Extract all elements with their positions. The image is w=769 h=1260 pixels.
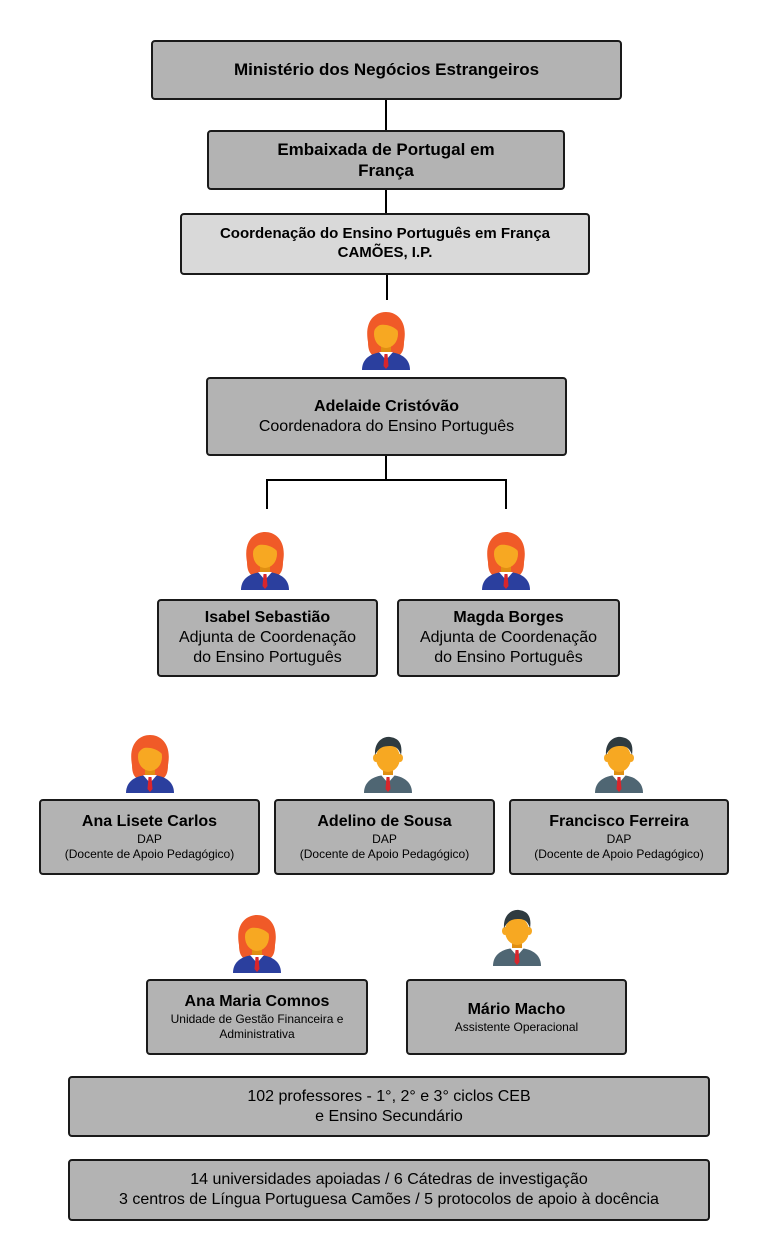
- connector-branch-horizontal: [266, 479, 507, 481]
- support-role-line1: Assistente Operacional: [454, 1019, 579, 1034]
- coordination-line1: Coordenação do Ensino Português em Franç…: [219, 225, 551, 243]
- connector-coordination-coordinator: [386, 275, 388, 300]
- support-card: Mário Macho Assistente Operacional: [406, 979, 627, 1055]
- female-avatar-icon: [229, 913, 285, 973]
- teachers-box: 102 professores - 1°, 2° e 3° ciclos CEB…: [68, 1076, 710, 1137]
- deputy-role-line1: Adjunta de Coordenação: [178, 629, 357, 646]
- universities-box: 14 universidades apoiadas / 6 Cátedras d…: [68, 1159, 710, 1221]
- dap-name: Ana Lisete Carlos: [81, 813, 218, 830]
- male-avatar-icon: [591, 733, 647, 793]
- connector-embassy-coordination: [385, 190, 387, 213]
- teachers-line1: 102 professores - 1°, 2° e 3° ciclos CEB: [247, 1087, 531, 1105]
- coordination-box: Coordenação do Ensino Português em Franç…: [180, 213, 590, 275]
- dap-role: DAP: [606, 832, 632, 846]
- embassy-title: Embaixada de Portugal em França: [277, 139, 495, 180]
- deputy-role-line2: do Ensino Português: [193, 649, 342, 666]
- support-name: Ana Maria Comnos: [184, 993, 330, 1010]
- deputy-role-line2: do Ensino Português: [434, 649, 583, 666]
- embassy-box: Embaixada de Portugal em França: [207, 130, 565, 190]
- deputy-card: Isabel Sebastião Adjunta de Coordenação …: [157, 599, 378, 677]
- female-avatar-icon: [478, 530, 534, 590]
- dap-name: Adelino de Sousa: [317, 813, 452, 830]
- ministry-title: Ministério dos Negócios Estrangeiros: [233, 60, 540, 80]
- coordinator-role: Coordenadora do Ensino Português: [258, 417, 515, 435]
- support-name: Mário Macho: [467, 1000, 566, 1018]
- coordinator-box: Adelaide Cristóvão Coordenadora do Ensin…: [206, 377, 567, 456]
- connector-branch-left: [266, 479, 268, 509]
- dap-card: Adelino de Sousa DAP (Docente de Apoio P…: [274, 799, 495, 875]
- coordination-line2: CAMÕES, I.P.: [337, 244, 433, 261]
- dap-card: Ana Lisete Carlos DAP (Docente de Apoio …: [39, 799, 260, 875]
- female-avatar-icon: [237, 530, 293, 590]
- female-avatar-icon: [358, 310, 414, 370]
- dap-role: DAP: [137, 832, 162, 846]
- male-avatar-icon: [489, 906, 545, 966]
- connector-branch-right: [505, 479, 507, 509]
- connector-coordinator-down: [385, 456, 387, 481]
- universities-line2: 3 centros de Língua Portuguesa Camões / …: [119, 1191, 659, 1208]
- dap-detail: (Docente de Apoio Pedagógico): [299, 847, 470, 861]
- dap-detail: (Docente de Apoio Pedagógico): [534, 847, 704, 861]
- connector-ministry-embassy: [385, 100, 387, 130]
- deputy-name: Magda Borges: [453, 609, 564, 626]
- deputy-name: Isabel Sebastião: [204, 609, 331, 626]
- teachers-line2: e Ensino Secundário: [315, 1107, 463, 1125]
- support-card: Ana Maria Comnos Unidade de Gestão Finan…: [146, 979, 368, 1055]
- male-avatar-icon: [360, 733, 416, 793]
- dap-card: Francisco Ferreira DAP (Docente de Apoio…: [509, 799, 729, 875]
- female-avatar-icon: [122, 733, 178, 793]
- dap-name: Francisco Ferreira: [549, 813, 689, 830]
- deputy-card: Magda Borges Adjunta de Coordenação do E…: [397, 599, 620, 677]
- coordinator-name: Adelaide Cristóvão: [314, 397, 459, 415]
- support-role-line2: Administrativa: [219, 1027, 295, 1041]
- support-role-line1: Unidade de Gestão Financeira e: [170, 1012, 344, 1026]
- universities-line1: 14 universidades apoiadas / 6 Cátedras d…: [190, 1171, 588, 1188]
- deputy-role-line1: Adjunta de Coordenação: [419, 629, 598, 646]
- dap-detail: (Docente de Apoio Pedagógico): [64, 847, 235, 861]
- dap-role: DAP: [372, 832, 397, 846]
- ministry-box: Ministério dos Negócios Estrangeiros: [151, 40, 622, 100]
